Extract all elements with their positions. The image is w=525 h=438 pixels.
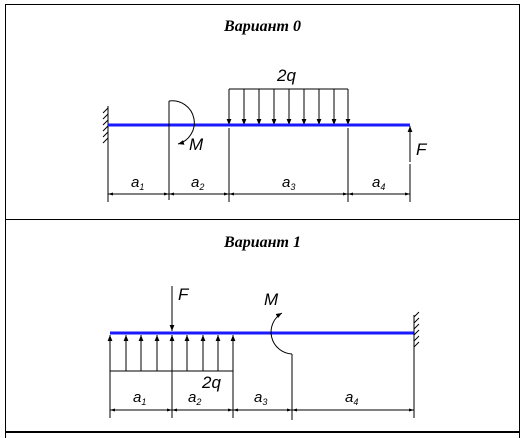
variant-1-title: Вариант 1 (224, 234, 301, 251)
variant-0-dim-labels: a1 a2 a3 a4 (131, 174, 385, 192)
variant-0-load-label: 2q (276, 66, 296, 85)
variant-0-extension-lines (107, 128, 411, 202)
variant-0-moment-label: M (189, 135, 204, 154)
variant-0-dim-a1: a1 (131, 174, 144, 192)
variant-1-diagram: F 2q M (107, 285, 420, 420)
variant-0-distributed-load (226, 88, 351, 125)
variant-0-panel: Вариант 0 (5, 4, 520, 220)
next-panel-edge (5, 432, 520, 438)
variant-1-dim-a4: a4 (345, 389, 358, 407)
variant-1-moment-arrow (270, 312, 293, 355)
variant-1-extension-lines (109, 351, 415, 418)
variant-0-diagram: 2q M F a1 a2 a3 a4 (102, 66, 428, 202)
variant-0-force-label: F (416, 140, 428, 159)
variant-0-title: Вариант 0 (224, 18, 301, 35)
variant-0-dim-a2: a2 (191, 174, 204, 192)
variant-0-dim-a3: a3 (282, 174, 295, 192)
variant-1-fixed-support (413, 311, 420, 351)
variant-1-panel: Вариант 1 (5, 220, 520, 432)
variant-1-moment-label: M (264, 290, 279, 309)
variant-0-dim-a4: a4 (372, 174, 385, 192)
variant-1-dim-a2: a2 (188, 389, 201, 407)
variant-0-moment-arrow (168, 100, 195, 145)
variant-1-distributed-load (107, 335, 236, 372)
variant-1-dim-a1: a1 (133, 389, 146, 407)
variant-1-load-label: 2q (201, 373, 221, 392)
variant-1-dim-a3: a3 (254, 389, 267, 407)
variant-1-force-label: F (178, 285, 190, 304)
variant-1-dim-labels: a1 a2 a3 a4 (133, 389, 358, 407)
variant-0-fixed-support (102, 106, 109, 144)
